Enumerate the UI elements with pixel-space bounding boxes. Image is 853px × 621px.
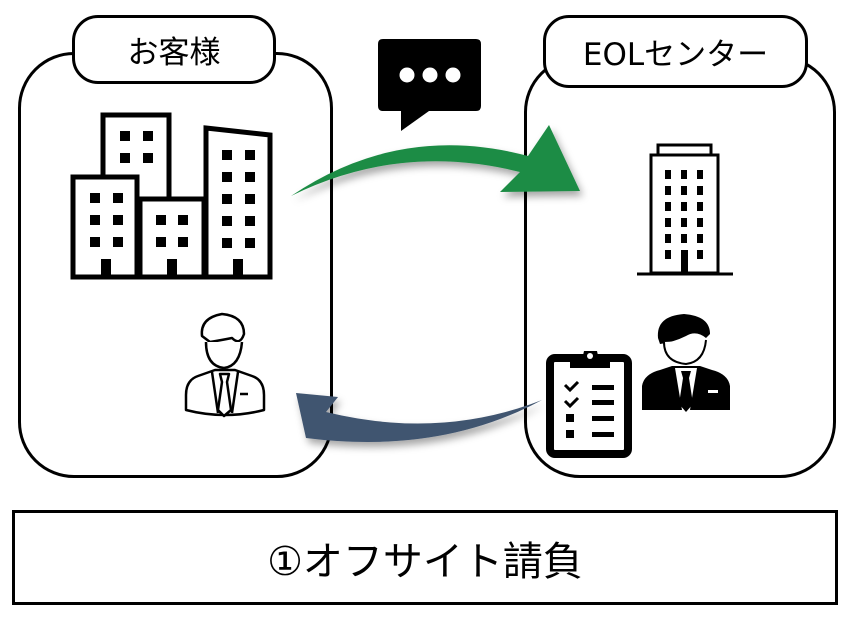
response-arrow [296, 393, 542, 443]
person-outline-icon [184, 312, 266, 418]
person-filled-icon [642, 314, 730, 412]
customer-label: お客様 [72, 15, 276, 84]
clipboard-checklist-icon [546, 351, 632, 458]
chat-bubble-icon [378, 39, 481, 131]
office-tower-icon [637, 143, 733, 276]
customer-label-text: お客様 [127, 35, 221, 71]
eol-center-label: EOLセンター [543, 15, 808, 88]
caption-text: ①オフサイト請負 [267, 538, 583, 585]
request-arrow [291, 125, 580, 196]
eol-center-label-text: EOLセンター [582, 37, 769, 73]
caption-box: ①オフサイト請負 [12, 510, 838, 605]
office-buildings-icon [70, 112, 273, 280]
